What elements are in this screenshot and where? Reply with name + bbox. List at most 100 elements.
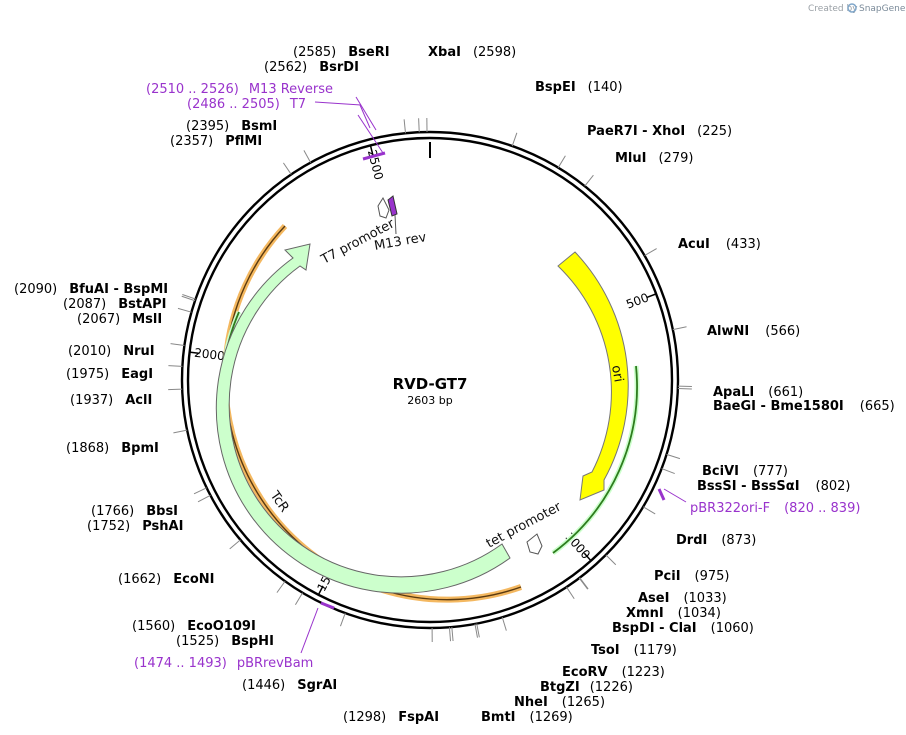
site-bcivi[interactable]: BciVI(777) [702, 464, 788, 479]
site-leader-lines [168, 118, 692, 642]
leader-bcivi [666, 453, 681, 460]
site-acui[interactable]: AcuI(433) [678, 237, 761, 252]
site-bfuai-bspmi[interactable]: (2090)BfuAI - BspMI [14, 282, 168, 297]
pbr322-primer-leader [663, 488, 687, 503]
features: TcR ori tet promoter T7 promoter M13 rev [215, 195, 640, 603]
site-bseri[interactable]: (2585)BseRI [293, 45, 390, 60]
tet-promoter-arrow[interactable] [526, 533, 543, 555]
site-sgrai[interactable]: (1446)SgrAI [242, 678, 337, 693]
site-nhei[interactable]: NheI(1265) [514, 695, 605, 710]
site-apali[interactable]: ApaLI(661) [713, 385, 803, 400]
site-baegi-bme1580i[interactable]: BaeGI - Bme1580I(665) [713, 399, 895, 414]
site-acli[interactable]: (1937)AclI [70, 393, 152, 408]
green-track-right [552, 365, 638, 554]
site-pshai[interactable]: (1752)PshAI [87, 519, 183, 534]
pbrrevbam-primer-mark [320, 601, 335, 610]
leader-msli [177, 307, 192, 313]
leader-bseri [418, 118, 420, 133]
leader-bmti [448, 627, 452, 642]
tick-mark-1000 [583, 552, 592, 562]
leader-bsmi [303, 150, 312, 163]
tick-mark-2000 [189, 351, 200, 355]
site-nrui[interactable]: (2010)NruI [68, 344, 155, 359]
primer-t7[interactable]: (2486 .. 2505)T7 [187, 97, 306, 112]
leader-ecorv [476, 623, 480, 638]
site-bpmi[interactable]: (1868)BpmI [66, 441, 159, 456]
plasmid-size: 2603 bp [407, 394, 452, 407]
leader-pflmi [282, 162, 292, 175]
primer-pbrrevbam[interactable]: (1474 .. 1493)pBRrevBam [134, 656, 313, 671]
created-by-text: Created by [808, 4, 858, 14]
leader-acli [168, 388, 183, 391]
site-labels: XbaI(2598) BspEI(140) PaeR7I - XhoI(225)… [14, 45, 895, 725]
tick-label-500: 500 [624, 290, 650, 311]
site-bbsi[interactable]: (1766)BbsI [91, 504, 178, 519]
t7-primer-leader-2 [314, 101, 362, 106]
site-pflmi[interactable]: (2357)PflMI [170, 134, 262, 149]
site-xmni[interactable]: XmnI(1034) [626, 606, 721, 621]
site-econi[interactable]: (1662)EcoNI [118, 572, 214, 587]
site-bspdi-clai[interactable]: BspDI - ClaI(1060) [612, 621, 754, 636]
leader-paer7i [557, 155, 566, 168]
primer-pbr322ori-f[interactable]: pBR322ori-F(820 .. 839) [690, 501, 860, 516]
orange-track-line [224, 225, 522, 601]
snapgene-logo: SnapGene [847, 3, 906, 14]
tet-promoter-label: tet promoter [484, 499, 565, 551]
site-bsmi[interactable]: (2395)BsmI [186, 119, 277, 134]
site-paer7i-xhoi[interactable]: PaeR7I - XhoI(225) [587, 124, 732, 139]
leader-asei [579, 577, 589, 590]
site-xbai[interactable]: XbaI(2598) [428, 45, 516, 60]
leader-bsphi [294, 592, 304, 606]
leader-econi [229, 539, 241, 550]
leader-nhei [451, 626, 454, 642]
leader-pshai [197, 494, 211, 503]
leader-bsssi [661, 468, 675, 475]
tick-mark-2500 [369, 145, 374, 156]
site-fspai[interactable]: (1298)FspAI [343, 710, 439, 725]
site-ecoo109i[interactable]: (1560)EcoO109I [132, 619, 256, 634]
primer-m13-reverse[interactable]: (2510 .. 2526)M13 Reverse [146, 82, 333, 97]
site-bmti[interactable]: BmtI(1269) [481, 710, 573, 725]
site-ecorv[interactable]: EcoRV(1223) [562, 665, 665, 680]
m13-primer-leader [355, 96, 377, 131]
m13-rev-arrow[interactable] [387, 195, 398, 217]
t7-primer-mark [362, 151, 386, 161]
tick-mark-1500 [317, 585, 324, 596]
site-bsssi-bsssai[interactable]: BssSI - BssSαI(802) [697, 479, 851, 494]
site-msli[interactable]: (2067)MslI [77, 312, 162, 327]
tcr-feature[interactable] [215, 243, 511, 594]
site-asei[interactable]: AseI(1033) [638, 591, 727, 606]
site-bsrdi[interactable]: (2562)BsrDI [264, 60, 359, 75]
pbrrevbam-primer-leader [300, 607, 319, 654]
leader-btgzi [474, 623, 478, 638]
t7-primer-leader [357, 114, 384, 154]
t7-promoter-arrow[interactable] [377, 196, 390, 219]
leader-bsei [511, 132, 518, 147]
leader-mlui [584, 174, 594, 187]
ori-feature[interactable] [557, 251, 629, 501]
leader-acui [644, 248, 657, 257]
backbone [180, 130, 680, 630]
site-eagi[interactable]: (1975)EagI [66, 367, 153, 382]
m13-rev-leader [394, 214, 397, 235]
ori-label: ori [608, 364, 626, 383]
site-btgzi[interactable]: BtgZI(1226) [540, 680, 633, 695]
leader-bfuai [182, 294, 196, 300]
site-bstapi[interactable]: (2087)BstAPI [63, 297, 167, 312]
site-bspei[interactable]: BspEI(140) [535, 80, 623, 95]
site-bsphi[interactable]: (1525)BspHI [176, 634, 274, 649]
leader-bpmi [173, 429, 188, 434]
leader-alwni [672, 326, 687, 331]
backbone-inner-ring [186, 136, 674, 624]
site-tsoi[interactable]: TsoI(1179) [591, 643, 677, 658]
site-pcii[interactable]: PciI(975) [654, 569, 730, 584]
site-alwni[interactable]: AlwNI(566) [707, 324, 800, 339]
leader-bspdi [566, 586, 575, 600]
tick-label-2000: 2000 [193, 346, 225, 363]
t7-primer-leader-3 [359, 104, 371, 129]
leader-drdi [642, 506, 656, 515]
site-mlui[interactable]: MluI(279) [615, 151, 693, 166]
site-drdi[interactable]: DrdI(873) [676, 533, 756, 548]
leader-eagi [168, 365, 183, 367]
